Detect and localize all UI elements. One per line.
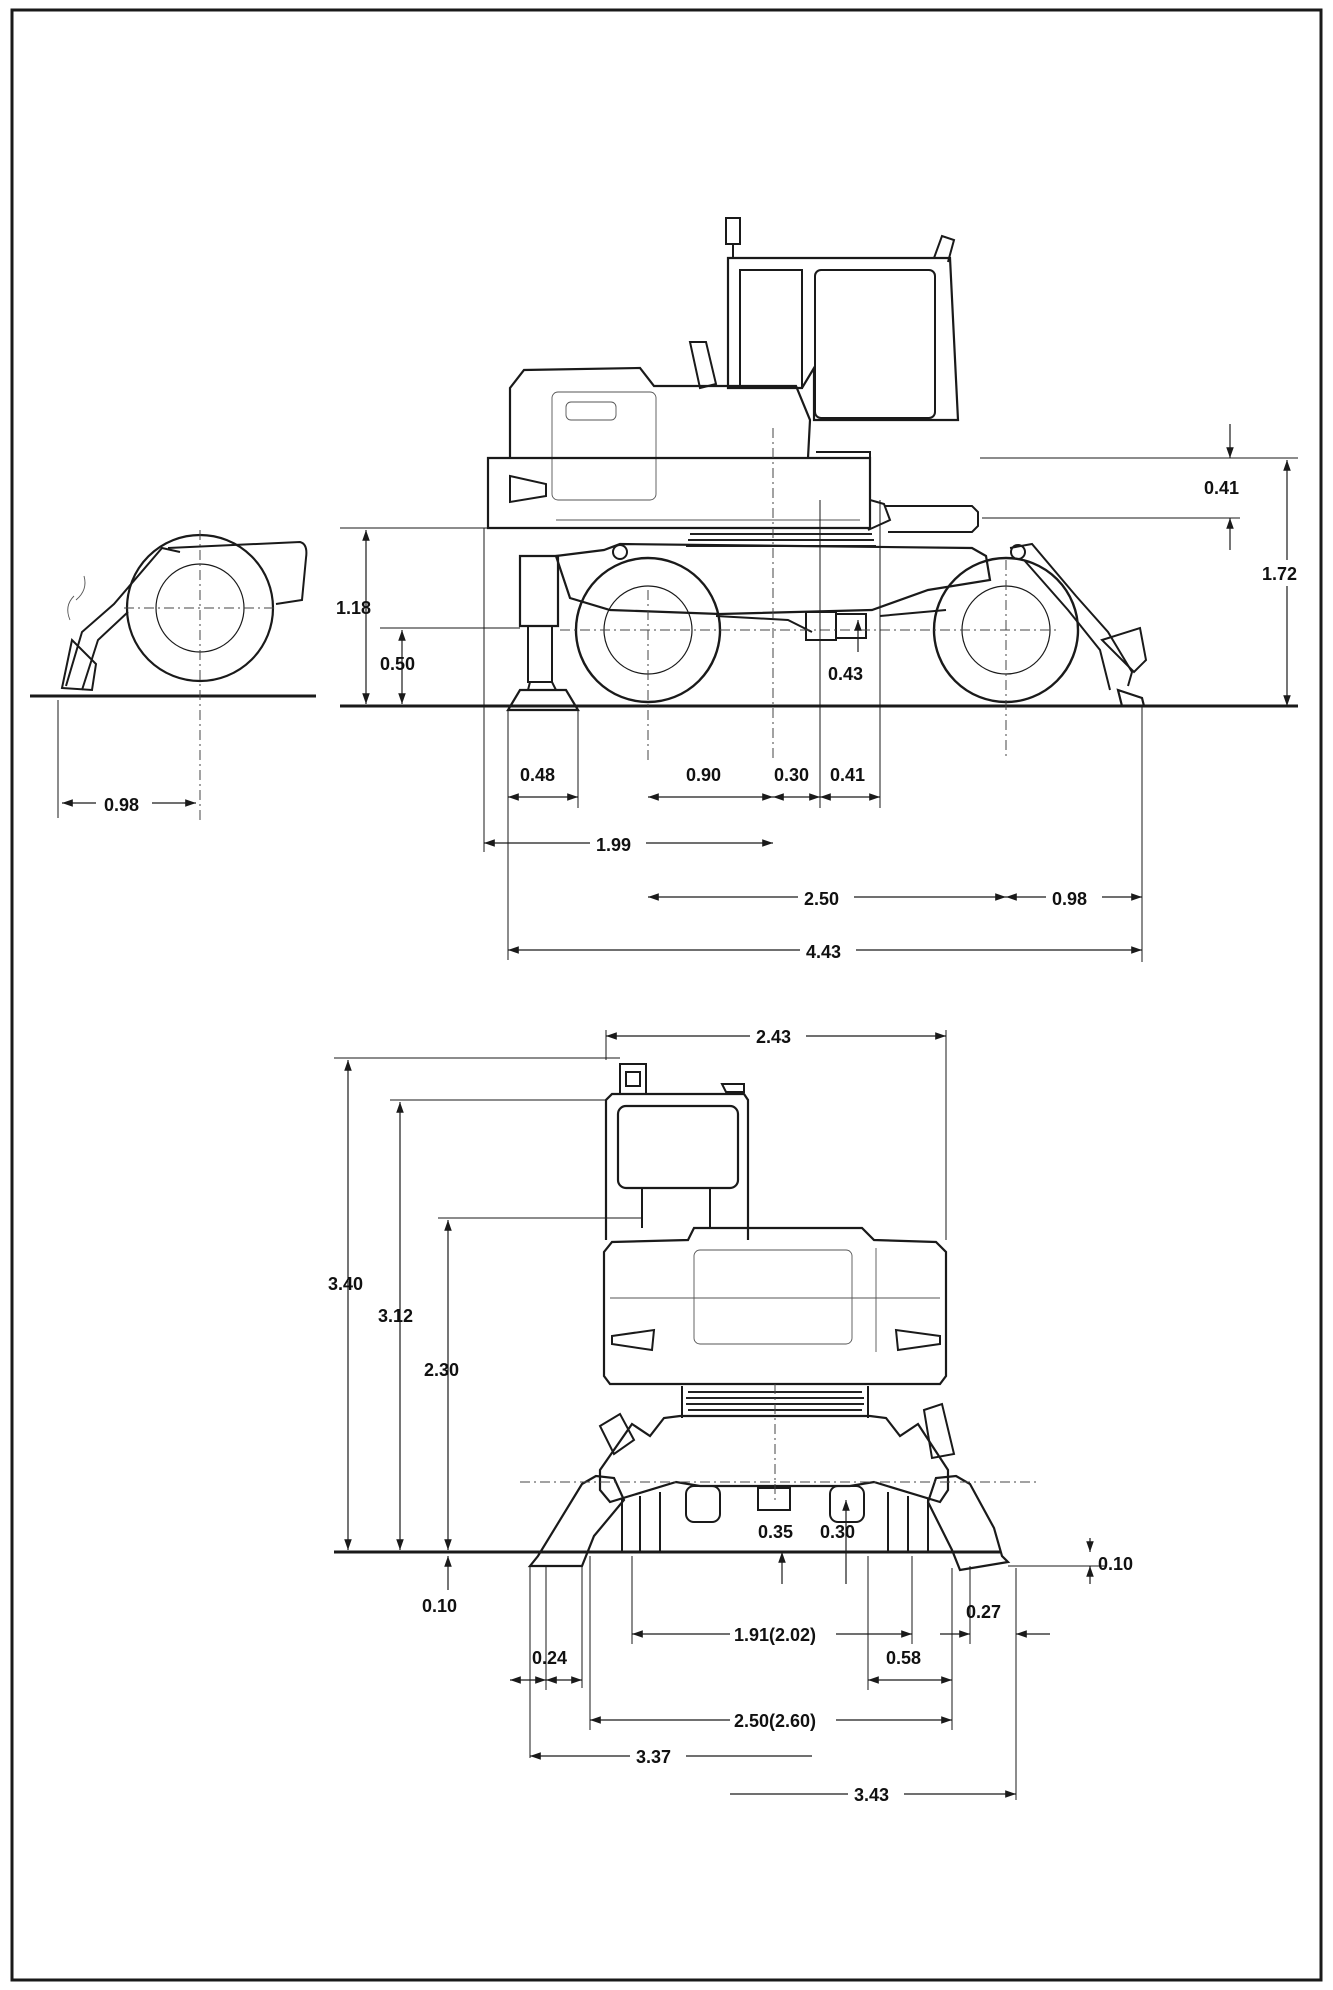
dim-label-098-rear: 0.98 (1052, 889, 1087, 909)
dim-label-043: 0.43 (828, 664, 863, 684)
dim-label-191: 1.91(2.02) (734, 1625, 816, 1645)
dim-label-058: 0.58 (886, 1648, 921, 1668)
front-view: 2.43 3.40 3.12 2.30 0.10 0.35 0.30 0.10 … (328, 1024, 1133, 1806)
side-view: 0.41 1.72 1.18 0.50 0.43 0.98 0.48 0.90 … (30, 217, 1312, 963)
dim-label-243: 2.43 (756, 1027, 791, 1047)
dim-label-172: 1.72 (1262, 564, 1297, 584)
front-body (602, 1226, 948, 1386)
dim-label-230: 2.30 (424, 1360, 459, 1380)
dim-label-035: 0.35 (758, 1522, 793, 1542)
front-wheel-detail (60, 530, 308, 820)
dim-label-343: 3.43 (854, 1785, 889, 1805)
page-frame (10, 8, 1323, 1982)
dim-label-250: 2.50 (804, 889, 839, 909)
dim-label-443: 4.43 (806, 942, 841, 962)
dim-label-010-right: 0.10 (1098, 1554, 1133, 1574)
dim-label-250-front: 2.50(2.60) (734, 1711, 816, 1731)
upper-structure (486, 217, 979, 533)
dim-label-199: 1.99 (596, 835, 631, 855)
dim-label-030-front: 0.30 (820, 1522, 855, 1542)
front-undercarriage (527, 1402, 1011, 1572)
dim-label-340: 3.40 (328, 1274, 363, 1294)
front-cab (604, 1063, 750, 1240)
dim-label-027: 0.27 (966, 1602, 1001, 1622)
dim-label-010-left: 0.10 (422, 1596, 457, 1616)
dim-label-050: 0.50 (380, 654, 415, 674)
dim-label-024: 0.24 (532, 1648, 567, 1668)
dim-label-041-bottom: 0.41 (830, 765, 865, 785)
dim-label-048: 0.48 (520, 765, 555, 785)
undercarriage (506, 542, 1148, 712)
dim-label-312: 3.12 (378, 1306, 413, 1326)
dim-label-337: 3.37 (636, 1747, 671, 1767)
dim-label-098-front: 0.98 (104, 795, 139, 815)
dim-label-090: 0.90 (686, 765, 721, 785)
dim-label-030: 0.30 (774, 765, 809, 785)
dim-label-041-top: 0.41 (1204, 478, 1239, 498)
dim-label-118: 1.18 (336, 598, 371, 618)
